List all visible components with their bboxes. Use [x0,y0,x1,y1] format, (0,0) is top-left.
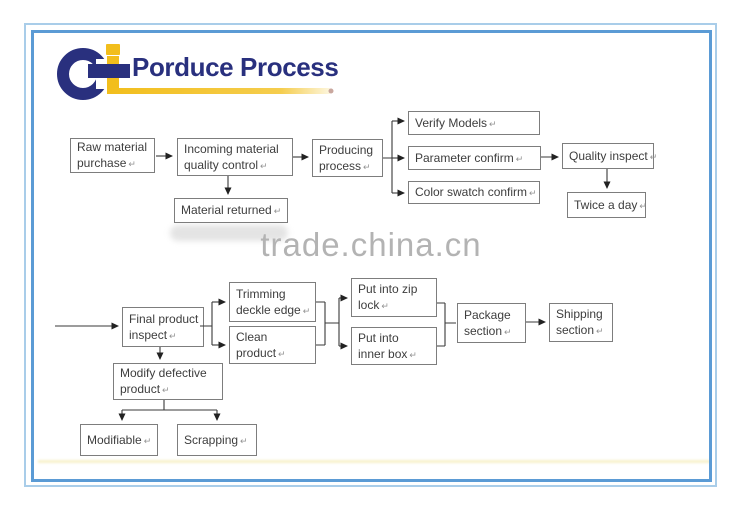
return-mark: ↵ [489,118,497,129]
box-label: product [120,382,161,396]
box-label: Raw material [77,140,148,154]
box-label: Modify defective [120,366,207,380]
box-label: Package [464,307,511,322]
box-label: Quality inspect [569,148,648,163]
box-label: Put into [358,330,399,345]
brand-logo [57,44,334,100]
logo-i-dot [106,44,120,55]
flow-box-parameter-confirm: Parameter confirm↵ [408,146,541,170]
flow-box-final-product-inspect: Final product inspect↵ [122,307,204,347]
box-label: Producing [319,142,374,157]
logo-underline-end-dot [328,88,334,94]
box-label: quality control [184,157,259,172]
box-label: section [464,323,503,338]
return-mark: ↵ [169,330,177,341]
box-label: purchase [77,156,127,170]
return-mark: ↵ [409,349,417,360]
return-mark: ↵ [529,188,537,198]
flow-box-clean-product: Clean product↵ [229,326,316,364]
logo-g-crossbar [88,64,130,78]
watermark-text: trade.china.cn [260,226,482,263]
return-mark: ↵ [143,435,152,446]
box-label: Trimming [236,286,286,301]
flow-box-quality-inspect: Quality inspect↵ [562,143,657,169]
flow-lines [55,117,611,421]
flow-box-raw-material-purchase: Raw material purchase↵ [70,138,155,173]
return-mark: ↵ [363,161,371,172]
box-label: inspect [129,327,168,342]
box-label: Scrapping [184,432,239,447]
flow-box-modifiable: Modifiable↵ [80,424,158,456]
logo-underline [107,88,330,94]
flow-box-shipping-section: Shipping section↵ [549,303,613,342]
box-label: Twice a day [574,197,638,212]
box-label: Verify Models [415,115,488,130]
return-mark: ↵ [302,305,311,316]
box-label: Shipping [556,307,603,321]
return-mark: ↵ [260,160,268,171]
box-label: process [319,158,362,173]
flow-box-package-section: Package section↵ [457,303,526,343]
faded-underline-artifact [38,460,710,463]
flow-box-put-into-zip-lock: Put into zip lock↵ [351,278,437,317]
box-label: Material returned [181,203,272,217]
return-mark: ↵ [381,301,389,311]
return-mark: ↵ [273,206,282,216]
box-label: lock [358,298,380,312]
box-label: Parameter confirm [415,150,514,165]
watermark-smudge [170,225,288,241]
flow-box-trimming-deckle-edge: Trimming deckle edge↵ [229,282,316,322]
flow-box-verify-models: Verify Models↵ [408,111,540,135]
box-label: inner box [358,346,408,361]
return-mark: ↵ [515,153,524,164]
return-mark: ↵ [639,200,647,211]
flow-box-twice-a-day: Twice a day↵ [567,192,647,218]
box-label: Color swatch confirm [415,185,528,199]
box-label: Final product [129,311,199,326]
flow-box-producing-process: Producing process↵ [312,139,383,177]
page-title: Porduce Process [132,52,339,82]
box-label: deckle edge [236,302,301,317]
return-mark: ↵ [240,435,248,446]
flow-box-modify-defective-product: Modify defective product↵ [113,363,223,400]
flow-box-put-into-inner-box: Put into inner box↵ [351,327,437,365]
flow-box-incoming-quality-control: Incoming material quality control↵ [177,138,293,176]
return-mark: ↵ [649,151,658,162]
return-mark: ↵ [278,348,286,359]
box-label: Clean [236,329,268,344]
flow-box-color-swatch-confirm: Color swatch confirm↵ [408,181,540,204]
page-frame-outer [24,23,717,487]
return-mark: ↵ [504,326,512,337]
box-label: Modifiable [87,432,142,447]
return-mark: ↵ [162,385,170,395]
return-mark: ↵ [596,326,604,336]
brand-logo-mark [57,44,334,100]
flow-box-material-returned: Material returned↵ [174,198,288,223]
box-label: product [236,345,277,360]
flow-box-scrapping: Scrapping↵ [177,424,257,456]
box-label: section [556,323,595,337]
return-mark: ↵ [128,159,136,169]
box-label: Incoming material [184,141,279,156]
box-label: Put into zip [358,282,418,296]
page-frame-inner [31,30,712,482]
